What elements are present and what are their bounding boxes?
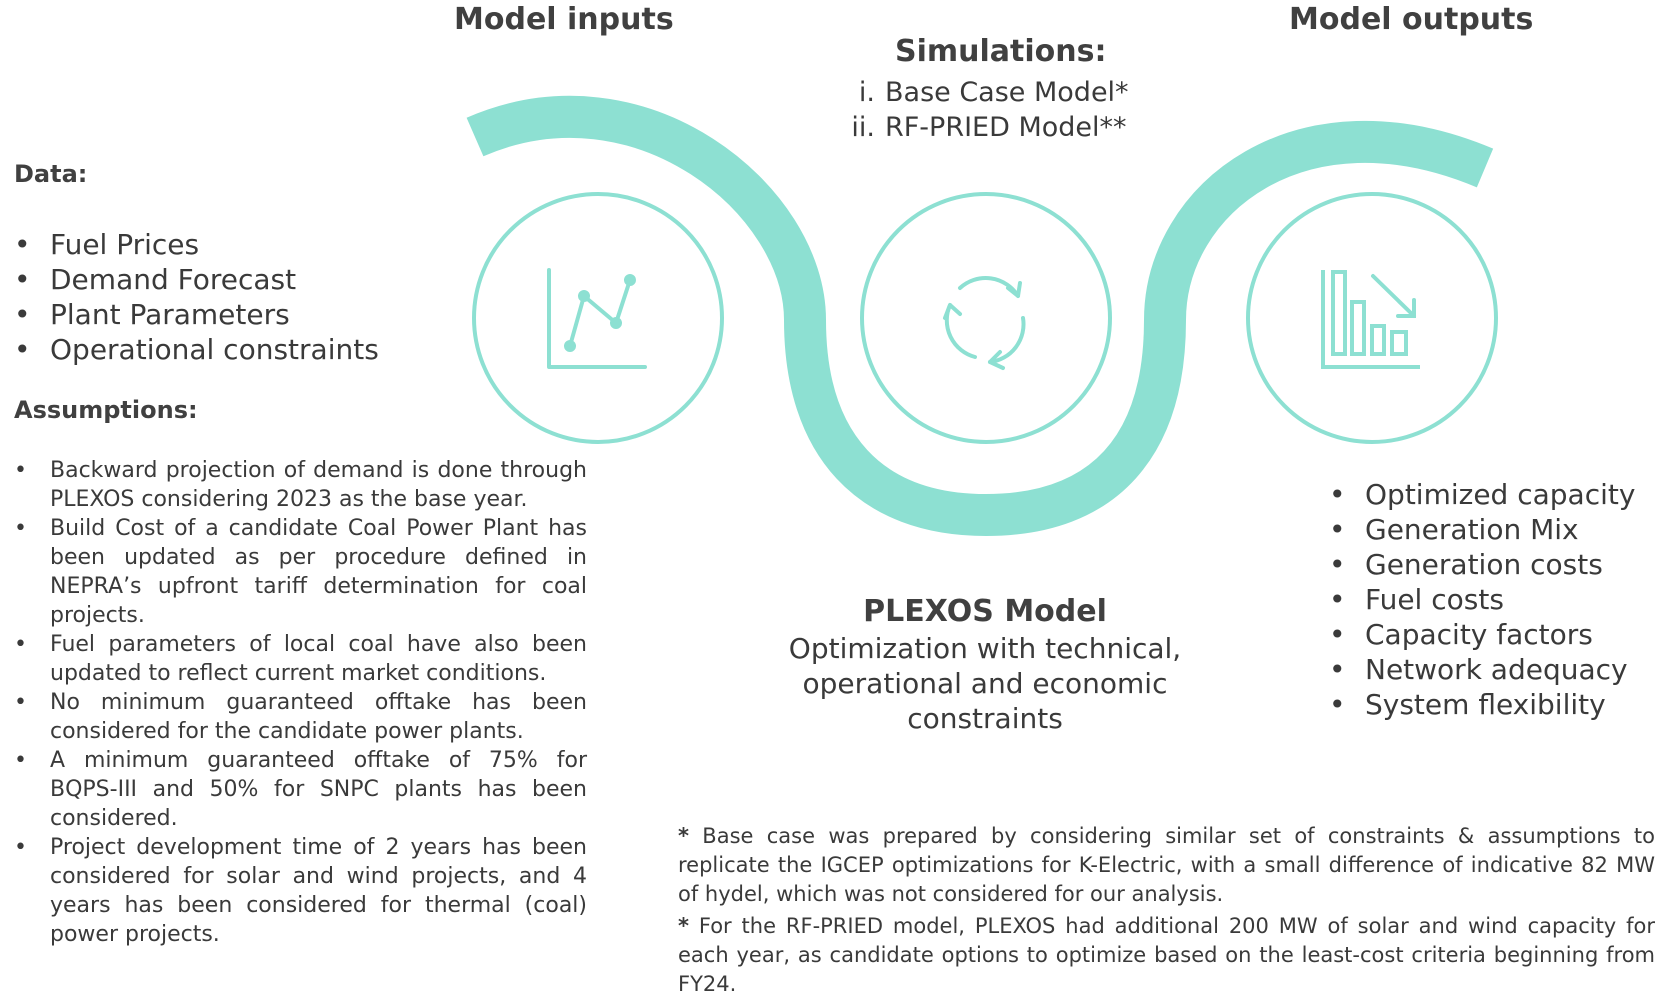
assumption-item: No minimum guaranteed offtake has been c… [14, 688, 587, 746]
model-inputs-heading: Model inputs [454, 2, 674, 37]
plexos-description: Optimization with technical, operational… [788, 632, 1182, 735]
data-item: Demand Forecast [14, 262, 379, 297]
model-outputs-heading: Model outputs [1289, 2, 1534, 37]
flow-ribbon [466, 96, 1494, 537]
output-item: Network adequacy [1329, 652, 1635, 687]
footnote-marker: * [678, 824, 689, 848]
simulations-list: i. Base Case Model* ii. RF-PRIED Model** [835, 75, 1129, 145]
output-item: System flexibility [1329, 687, 1635, 722]
simulation-item: i. Base Case Model* [835, 75, 1129, 110]
output-item: Generation Mix [1329, 512, 1635, 547]
footnote-marker: * [678, 914, 689, 938]
simulation-number: i. [858, 77, 875, 108]
assumption-item: A minimum guaranteed offtake of 75% for … [14, 746, 587, 833]
simulation-number: ii. [851, 112, 875, 143]
assumptions-heading: Assumptions: [14, 396, 198, 424]
footnote-rf-pried: * For the RF-PRIED model, PLEXOS had add… [678, 912, 1655, 999]
output-item: Optimized capacity [1329, 477, 1635, 512]
assumption-item: Project development time of 2 years has … [14, 833, 587, 949]
plexos-block: PLEXOS Model Optimization with technical… [755, 593, 1215, 736]
footnote-base-case: * Base case was prepared by considering … [678, 822, 1655, 909]
outputs-list: Optimized capacity Generation Mix Genera… [1329, 477, 1635, 722]
data-item: Operational constraints [14, 332, 379, 367]
refresh-cycle-icon [943, 276, 1026, 370]
simulation-label: Base Case Model* [885, 77, 1129, 108]
assumption-item: Build Cost of a candidate Coal Power Pla… [14, 514, 587, 630]
simulation-item: ii. RF-PRIED Model** [835, 110, 1129, 145]
data-item: Plant Parameters [14, 297, 379, 332]
data-item: Fuel Prices [14, 227, 379, 262]
footnote-text: Base case was prepared by considering si… [678, 824, 1655, 906]
process-circle [860, 192, 1112, 444]
output-item: Capacity factors [1329, 617, 1635, 652]
line-chart-icon [547, 268, 647, 369]
output-circle [1246, 192, 1498, 444]
assumption-item: Backward projection of demand is done th… [14, 456, 587, 514]
data-list: Fuel Prices Demand Forecast Plant Parame… [14, 227, 379, 367]
output-item: Fuel costs [1329, 582, 1635, 617]
simulation-label: RF-PRIED Model** [885, 112, 1127, 143]
output-item: Generation costs [1329, 547, 1635, 582]
footnote-text: For the RF-PRIED model, PLEXOS had addit… [678, 914, 1655, 996]
assumption-item: Fuel parameters of local coal have also … [14, 630, 587, 688]
bar-chart-decline-icon [1321, 270, 1420, 369]
footnotes: * Base case was prepared by considering … [678, 822, 1655, 1002]
simulations-heading: Simulations: [895, 34, 1107, 69]
assumptions-list: Backward projection of demand is done th… [14, 456, 587, 949]
input-circle [472, 192, 724, 444]
data-heading: Data: [14, 160, 88, 188]
plexos-title: PLEXOS Model [863, 594, 1107, 629]
